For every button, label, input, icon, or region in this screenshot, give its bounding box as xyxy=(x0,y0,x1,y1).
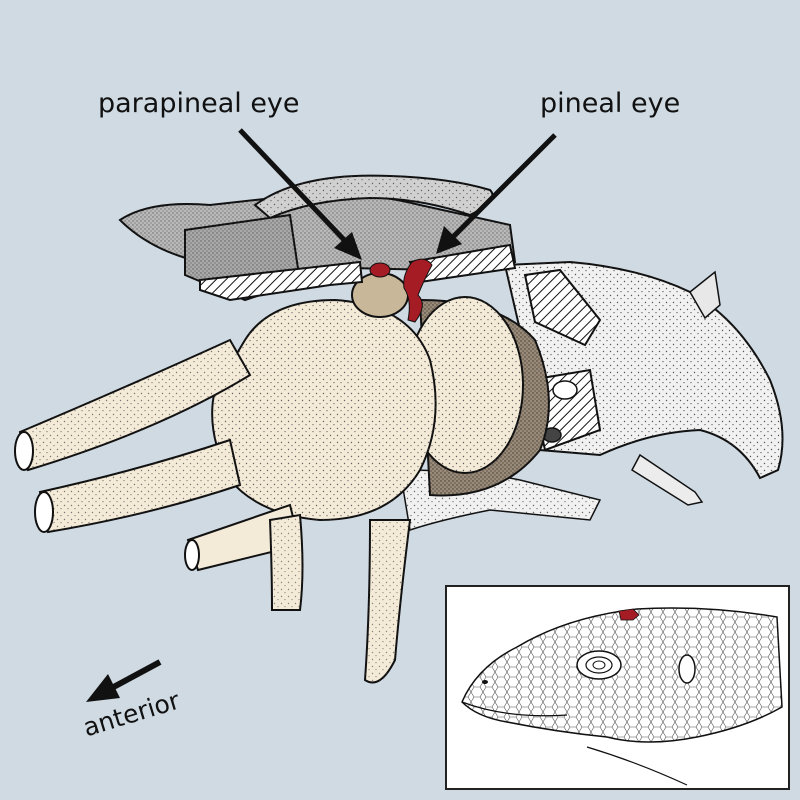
arrow-down-left-icon xyxy=(86,659,162,702)
pineal-organ xyxy=(403,258,433,323)
lizard-eye xyxy=(576,650,622,680)
pointer-arrows xyxy=(238,128,557,260)
pineal-complex xyxy=(369,258,433,323)
cut-sections xyxy=(199,243,517,302)
lizard-head-drawing xyxy=(461,607,783,786)
inset-lizard-head xyxy=(445,585,790,790)
pineal-arrow xyxy=(450,133,557,240)
parapineal-eye-label: parapineal eye xyxy=(98,88,300,119)
parapineal-organ xyxy=(369,262,391,278)
parietal-eye-marker xyxy=(618,608,640,621)
lizard-ear-opening xyxy=(678,654,696,684)
pineal-eye-label: pineal eye xyxy=(540,88,681,119)
parapineal-arrow xyxy=(238,128,350,246)
brain xyxy=(14,272,550,684)
